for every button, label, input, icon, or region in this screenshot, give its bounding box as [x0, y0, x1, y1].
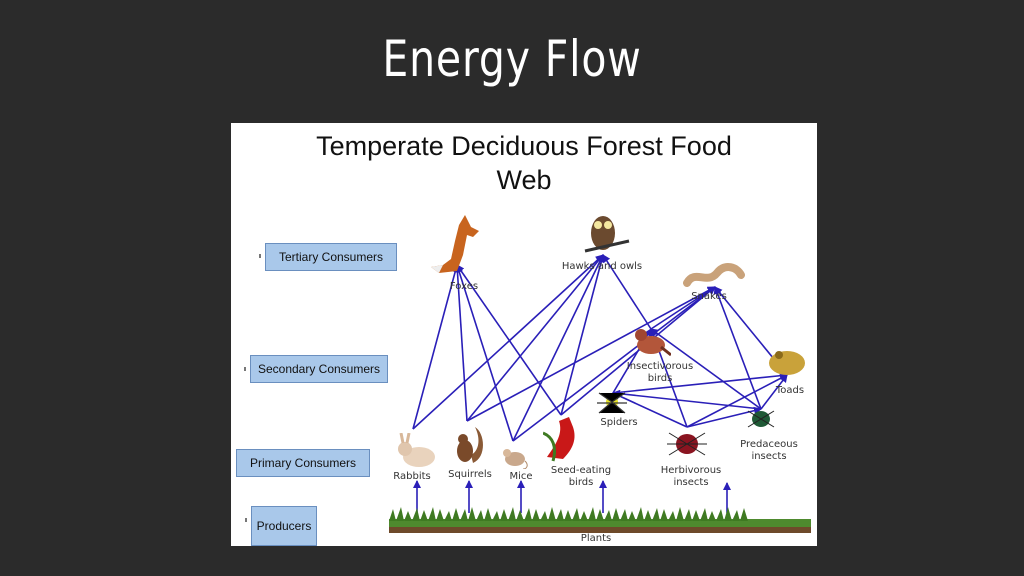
level-tick [245, 518, 247, 522]
arrow-herbinsects-to-toads [686, 374, 788, 428]
arrow-rabbits-to-foxes [412, 264, 460, 430]
arrow-insectbirds-to-snakes [650, 286, 716, 330]
arrow-insectbirds-to-hawks [602, 254, 652, 330]
label-plants: Plants [580, 533, 612, 544]
arrow-spiders-to-toads [612, 371, 788, 394]
arrow-rabbits-to-hawks [412, 254, 604, 430]
arrow-predinsects-to-spiders [612, 389, 762, 410]
arrow-predinsects-to-toads [760, 374, 788, 410]
arrow-squirrels-to-snakes [466, 286, 716, 422]
label-seed-eating-line2: birds [568, 477, 594, 488]
level-tick [259, 254, 261, 258]
snake-icon [683, 263, 745, 287]
arrow-herbinsects-to-predinsects [686, 406, 762, 428]
predaceous-insect-icon [747, 410, 775, 428]
toad-icon [769, 351, 805, 375]
spider-icon [597, 392, 627, 414]
arrow-squirrels-to-foxes [453, 264, 468, 422]
level-secondary-consumers: Secondary Consumers [250, 355, 388, 383]
figure-title: Temperate Deciduous Forest Food Web [231, 129, 817, 197]
arrow-squirrels-to-hawks [466, 254, 604, 422]
label-snakes: Snakes [691, 291, 727, 302]
label-predaceous-line1: Predaceous [740, 439, 798, 450]
cardinal-icon [543, 417, 575, 462]
label-herbivorous-insects: Herbivorous insects [651, 465, 731, 489]
level-producers: Producers [251, 506, 317, 546]
grass-strip [389, 507, 811, 533]
arrow-predinsects-to-snakes [713, 286, 762, 410]
level-primary-consumers: Primary Consumers [236, 449, 370, 477]
slide-title: Energy Flow [382, 30, 642, 88]
squirrel-icon [457, 427, 483, 463]
food-web-arrows [389, 254, 811, 533]
figure-title-line1: Temperate Deciduous Forest Food [316, 131, 732, 161]
label-rabbits: Rabbits [393, 471, 431, 482]
label-seed-eating-line1: Seed-eating [550, 465, 612, 476]
owl-icon [584, 216, 630, 253]
arrow-layer [412, 254, 788, 513]
label-foxes: Foxes [449, 281, 479, 292]
label-insectivorous-line2: birds [647, 373, 673, 384]
arrow-mice-to-snakes [512, 286, 716, 442]
label-spiders: Spiders [600, 417, 638, 428]
label-squirrels: Squirrels [448, 469, 492, 480]
label-herbivorous-line1: Herbivorous [660, 465, 722, 476]
label-insectivorous-line1: Insectivorous [626, 361, 694, 372]
arrow-seedbirds-to-hawks [560, 254, 606, 416]
herbivorous-insect-icon [667, 432, 707, 456]
label-predaceous-line2: insects [751, 451, 787, 462]
label-toads: Toads [775, 385, 805, 396]
label-hawks-and-owls: Hawks and owls [561, 261, 643, 272]
arrow-herbinsects-to-spiders [612, 392, 688, 428]
level-tertiary-consumers: Tertiary Consumers [265, 243, 397, 271]
food-web-figure: Temperate Deciduous Forest Food Web Tert… [231, 123, 817, 546]
mouse-icon [503, 449, 528, 469]
rabbit-icon [398, 433, 435, 467]
insectivorous-bird-icon [635, 329, 671, 357]
fox-icon [431, 215, 479, 273]
arrow-mice-to-foxes [455, 264, 514, 442]
arrow-mice-to-hawks [512, 254, 604, 442]
label-mice: Mice [509, 471, 533, 482]
arrow-seedbirds-to-foxes [456, 264, 562, 416]
arrow-predinsects-to-insectbirds [650, 328, 762, 410]
label-herbivorous-line2: insects [673, 477, 709, 488]
figure-title-line2: Web [496, 165, 552, 195]
level-tick [244, 367, 246, 371]
label-seed-eating-birds: Seed-eating birds [539, 465, 623, 489]
label-insectivorous-birds: Insectivorous birds [615, 361, 705, 385]
label-predaceous-insects: Predaceous insects [731, 439, 807, 463]
